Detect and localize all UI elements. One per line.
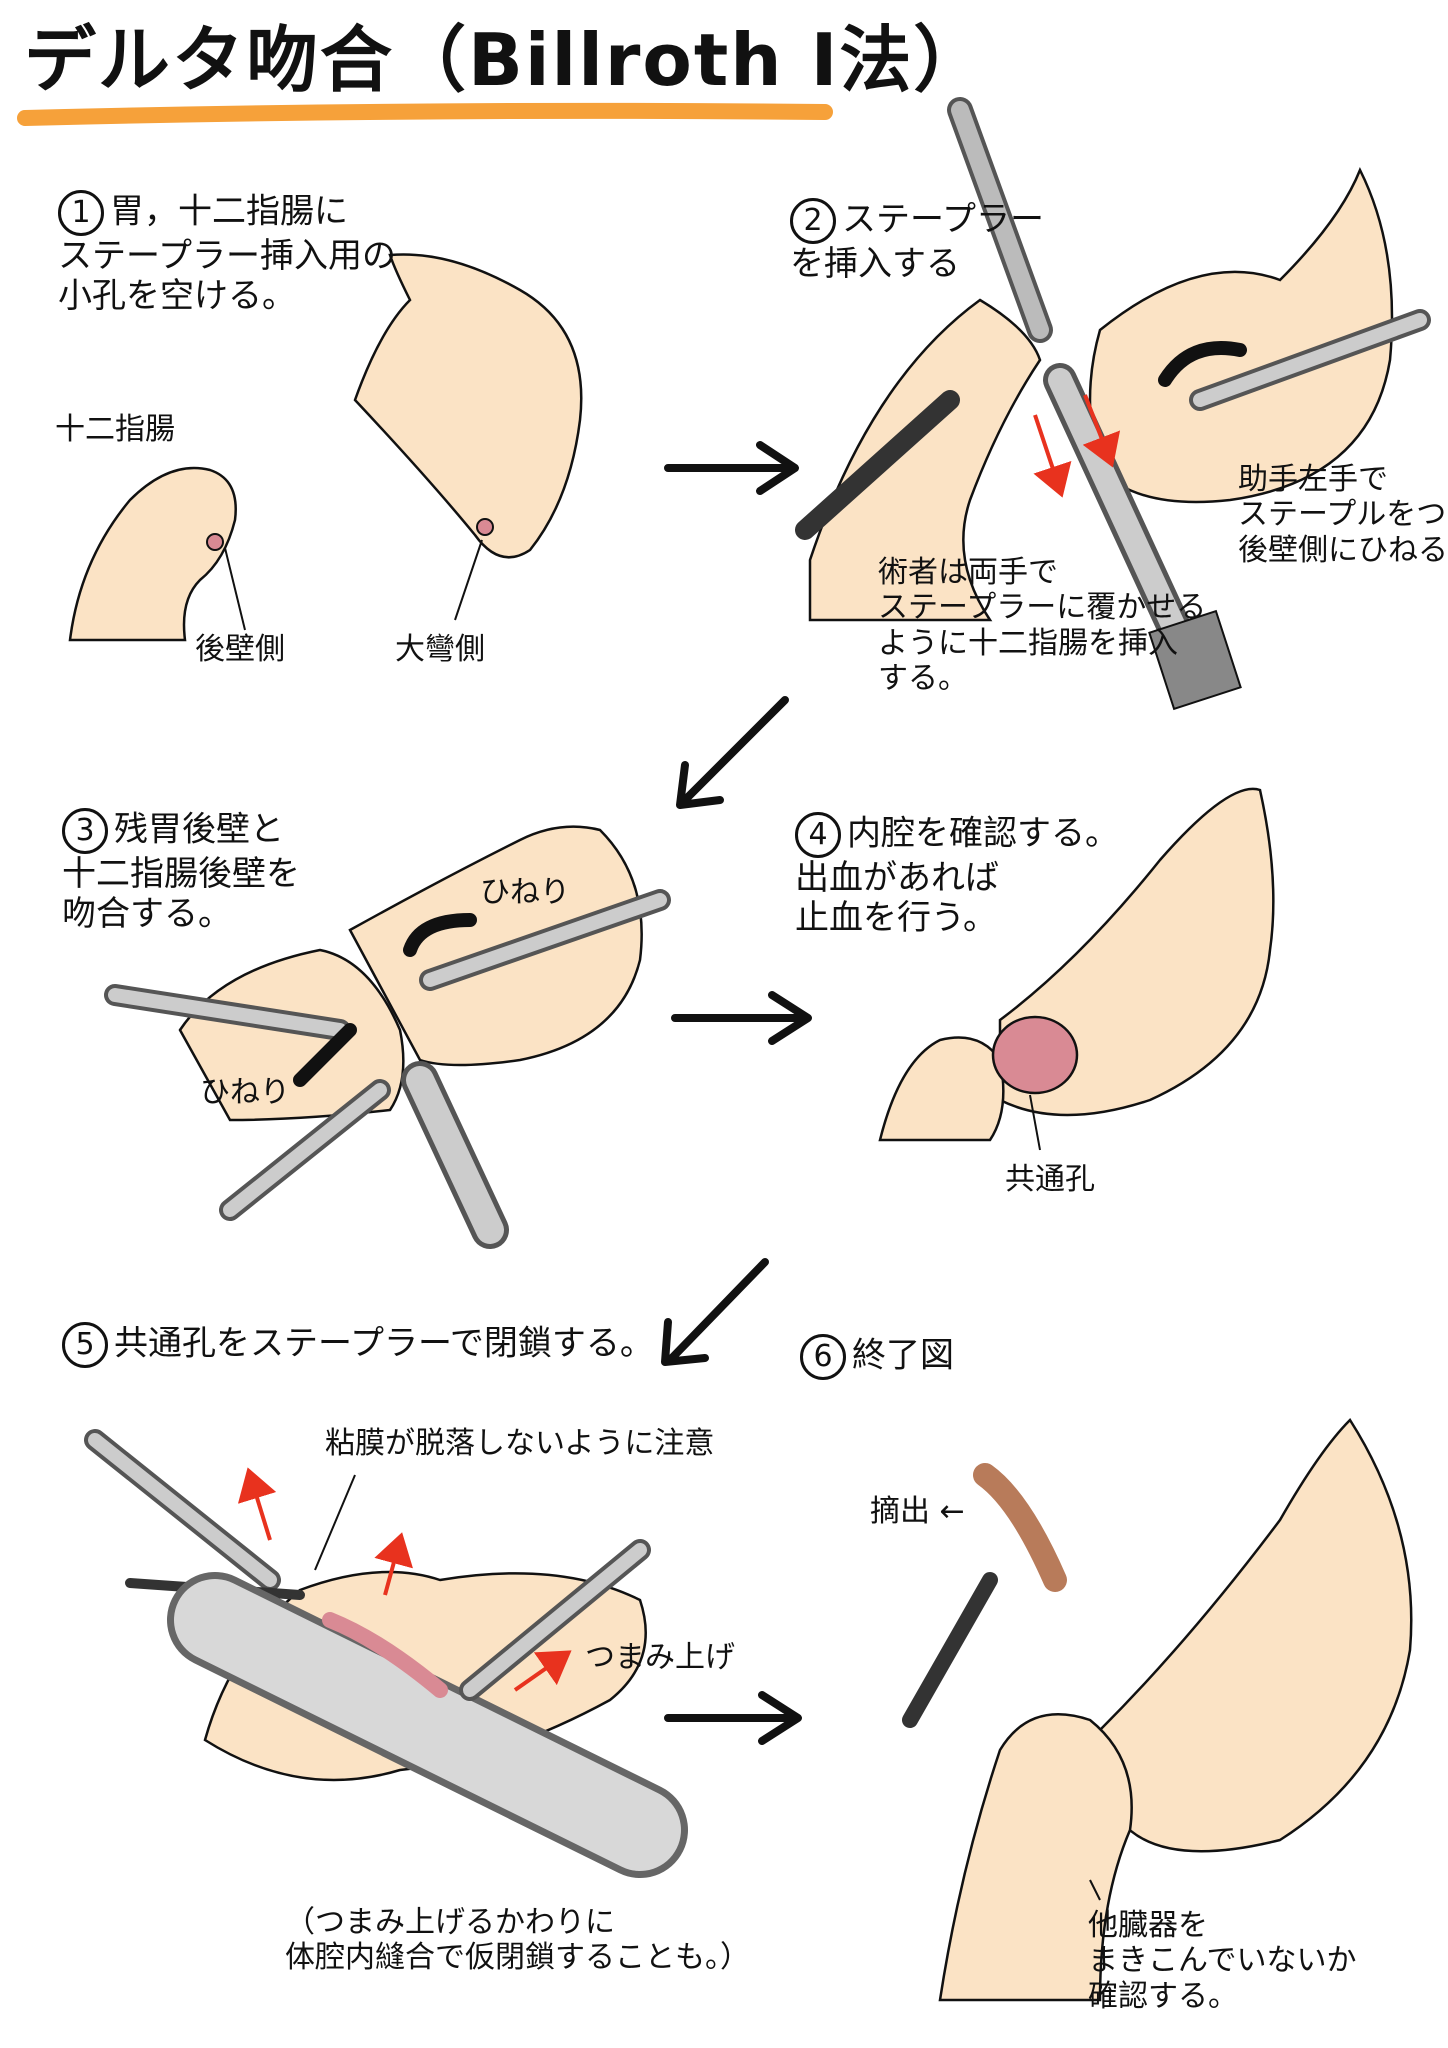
red-arrow-2b (1082, 394, 1121, 468)
label-surgeon: 術者は両手で ステープラーに覆かせる ように十二指腸を挿入 する。 (878, 555, 1207, 697)
duodenum-hole (206, 533, 224, 551)
duodenum-shape-4 (878, 1036, 1005, 1142)
staplers-3 (104, 889, 671, 1249)
panel-1-organs (68, 253, 583, 642)
arrow-2-to-3 (676, 696, 789, 809)
label-alternative: （つまみ上げるかわりに 体腔内縫合で仮閉鎖することも。） (285, 1905, 750, 1976)
label-duodenum: 十二指腸 (55, 412, 175, 447)
duodenum-shape (68, 466, 237, 642)
step-3-text: 残胃後壁と 十二指腸後壁を 吻合する。 (62, 809, 300, 935)
twist-arrow-3b (293, 1023, 357, 1087)
arrow-3-to-4 (671, 991, 812, 1045)
label-check-organs: 他臓器を まきこんでいないか 確認する。 (1088, 1908, 1357, 2014)
label-assistant: 助手左手で ステープルをつまみ 後壁側にひねる (1238, 462, 1448, 568)
step-3-badge: 3 (62, 808, 108, 854)
red-arrow-5a (237, 1467, 277, 1541)
step-5-badge: 5 (62, 1322, 108, 1368)
duodenum-shape-2 (808, 298, 1042, 622)
common-hole-shape (991, 1015, 1079, 1095)
step-4-badge: 4 (795, 812, 841, 858)
step-2-badge: 2 (790, 198, 836, 244)
step-4-text: 内腔を確認する。 出血があれば 止血を行う。 (795, 813, 1119, 939)
label-posterior-wall: 後壁側 (195, 632, 285, 667)
duodenum-shape-6 (938, 1713, 1133, 2002)
mucosa-strip-5 (322, 1612, 448, 1698)
red-arrow-5b (374, 1532, 413, 1596)
panel-2-organs (808, 166, 1394, 622)
panel-6-organs (938, 1418, 1413, 2002)
arrow-5-to-6 (664, 1691, 802, 1745)
pointer-curvature (454, 539, 483, 621)
step-2-text: ステープラー を挿入する (790, 199, 1044, 284)
step-6-text: 終了図 (852, 1335, 954, 1376)
pointer-mucosa (314, 1474, 356, 1571)
grasper-6 (902, 1572, 998, 1728)
label-extraction: 摘出 ← (870, 1494, 965, 1529)
label-greater-curvature: 大彎側 (395, 632, 485, 667)
label-mucosa-warning: 粘膜が脱落しないように注意 (325, 1426, 715, 1461)
stomach-shape (353, 253, 583, 559)
label-twist-bottom: ひねり (200, 1075, 290, 1110)
label-twist-top: ひねり (480, 875, 570, 910)
pointer-organs (1089, 1879, 1101, 1901)
pointer-common-hole (1029, 1094, 1041, 1151)
staplers-5 (84, 1429, 688, 1878)
duodenum-shape-3 (178, 948, 405, 1122)
title-underline (17, 102, 833, 126)
pointer-posterior (224, 547, 246, 631)
twist-arrow-2 (1158, 341, 1247, 387)
red-arrow-2a (1033, 414, 1072, 498)
stomach-shape-6 (1098, 1418, 1413, 1853)
twist-arrow-3a (403, 913, 477, 957)
red-arrow-5c (513, 1650, 572, 1692)
step-5-text: 共通孔をステープラーで閉鎖する。 (114, 1323, 654, 1364)
stomach-hole (476, 518, 494, 536)
specimen-6 (973, 1463, 1067, 1592)
arrow-4-to-5 (661, 1258, 769, 1366)
label-common-hole: 共通孔 (1005, 1162, 1095, 1197)
step-1-text: 胃，十二指腸に ステープラー挿入用の 小孔を空ける。 (58, 191, 396, 317)
arrow-1-to-2 (664, 441, 799, 495)
stapler-2 (947, 97, 1242, 711)
grasper-2 (795, 309, 1431, 540)
page-title: デルタ吻合（Billroth I法） (24, 18, 988, 102)
step-1-badge: 1 (58, 190, 104, 236)
step-6-badge: 6 (800, 1334, 846, 1380)
label-lift: つまみ上げ (585, 1640, 735, 1675)
